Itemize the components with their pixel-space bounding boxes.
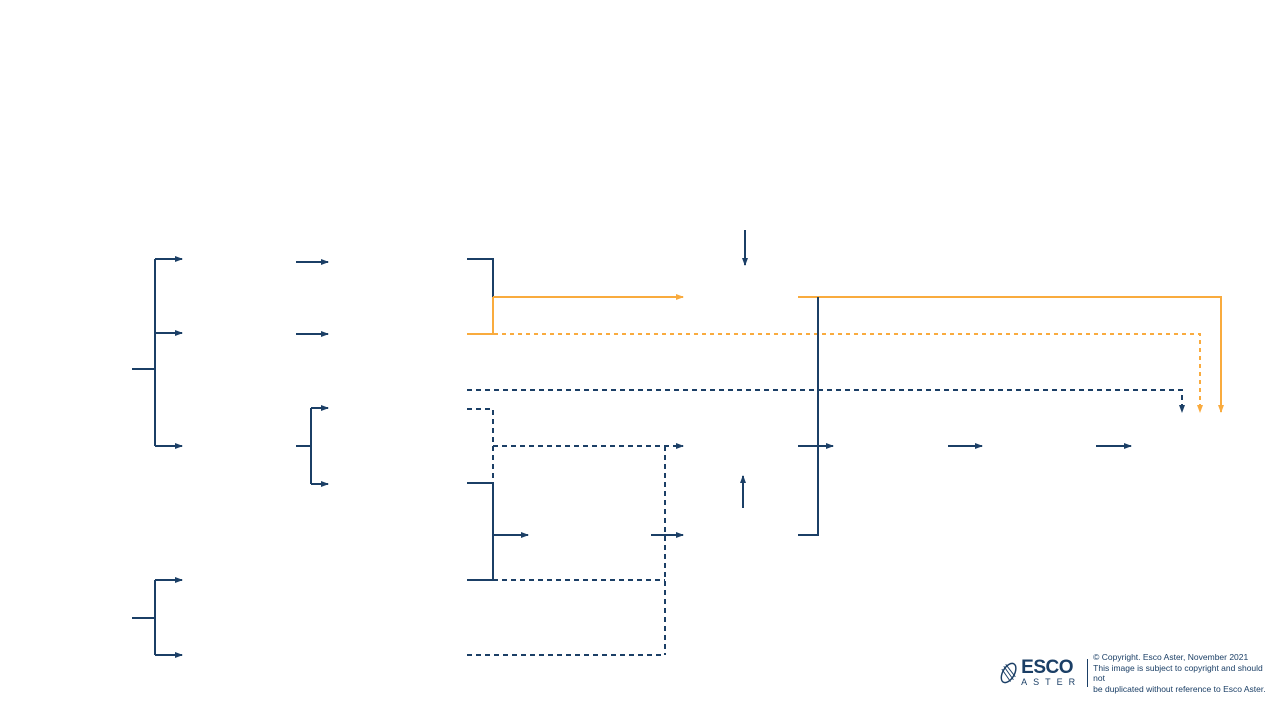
connector-navy-dashed-2 <box>467 408 494 580</box>
footer-logo: ESCO ASTER © Copyright. Esco Aster, Nove… <box>998 652 1270 694</box>
connector-orange-right <box>798 296 1224 413</box>
connector-bracket-lower <box>467 482 494 581</box>
copyright-line: This image is subject to copyright and s… <box>1093 662 1263 684</box>
logo-sub: ASTER <box>1021 676 1082 687</box>
connector-orange-merge <box>467 297 494 335</box>
logo-name: ESCO <box>1021 656 1074 678</box>
connector-bracket-top-left <box>132 259 156 446</box>
divider <box>1087 659 1089 687</box>
connector-bracket-bottom-left <box>132 580 156 655</box>
connector-orange-dotted <box>494 333 1203 413</box>
connector-navy-dashed <box>467 389 1185 413</box>
connector-navy-right-bracket <box>798 297 819 536</box>
copyright-line: © Copyright. Esco Aster, November 2021 <box>1093 652 1249 662</box>
connector-navy-merge <box>467 258 494 297</box>
esco-logo-icon <box>1000 662 1017 684</box>
connector-bracket-mid <box>296 408 312 484</box>
copyright-line: be duplicated without reference to Esco … <box>1093 683 1266 694</box>
copyright-notice: © Copyright. Esco Aster, November 2021 T… <box>1093 652 1270 694</box>
connector-navy-dashed-3 <box>467 446 666 656</box>
